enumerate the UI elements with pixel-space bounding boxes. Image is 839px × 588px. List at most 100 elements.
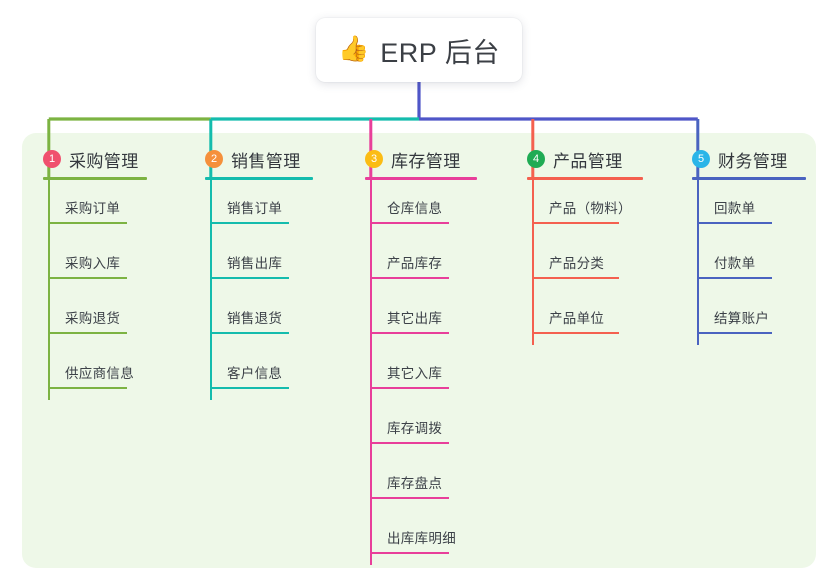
column-5: 5 财务管理回款单付款单结算账户: [692, 148, 806, 345]
column-badge-2: 2: [205, 150, 223, 168]
menu-item[interactable]: 供应商信息: [43, 345, 147, 400]
column-2: 2 销售管理销售订单销售出库销售退货客户信息: [205, 148, 313, 400]
column-3: 3 库存管理仓库信息产品库存其它出库其它入库库存调拨库存盘点出库库明细: [365, 148, 477, 565]
menu-item[interactable]: 采购订单: [43, 180, 147, 235]
menu-item-label: 库存盘点: [387, 476, 443, 491]
column-title-1: 采购管理: [69, 151, 139, 171]
column-badge-4: 4: [527, 150, 545, 168]
column-header-5[interactable]: 5 财务管理: [692, 148, 806, 171]
column-header-4[interactable]: 4 产品管理: [527, 148, 643, 171]
column-title-4: 产品管理: [553, 151, 623, 171]
menu-item-underline: [211, 387, 289, 389]
column-title-2: 销售管理: [231, 151, 301, 171]
menu-item[interactable]: 产品库存: [365, 235, 477, 290]
root-node-title: ERP 后台: [380, 37, 500, 68]
column-spine-1: [48, 180, 50, 400]
column-underline-2: [205, 177, 313, 180]
column-underline-3: [365, 177, 477, 180]
menu-item-label: 产品（物料）: [549, 201, 632, 216]
menu-item-label: 销售出库: [227, 256, 283, 271]
menu-item-underline: [533, 277, 619, 279]
menu-item[interactable]: 采购退货: [43, 290, 147, 345]
column-items-3: 仓库信息产品库存其它出库其它入库库存调拨库存盘点出库库明细: [365, 180, 477, 565]
column-items-2: 销售订单销售出库销售退货客户信息: [205, 180, 313, 400]
menu-item-label: 结算账户: [714, 311, 770, 326]
column-title-5: 财务管理: [718, 151, 788, 171]
menu-item[interactable]: 结算账户: [692, 290, 806, 345]
menu-item-underline: [698, 277, 772, 279]
menu-item[interactable]: 产品单位: [527, 290, 643, 345]
menu-item[interactable]: 其它入库: [365, 345, 477, 400]
menu-item-underline: [49, 222, 127, 224]
menu-item-underline: [49, 387, 127, 389]
column-badge-3: 3: [365, 150, 383, 168]
menu-item-underline: [371, 497, 449, 499]
column-badge-1: 1: [43, 150, 61, 168]
menu-item-label: 回款单: [714, 201, 756, 216]
menu-item-label: 产品分类: [549, 256, 605, 271]
column-header-3[interactable]: 3 库存管理: [365, 148, 477, 171]
menu-item-label: 产品库存: [387, 256, 443, 271]
menu-item-underline: [49, 277, 127, 279]
menu-item[interactable]: 采购入库: [43, 235, 147, 290]
menu-item[interactable]: 库存调拨: [365, 400, 477, 455]
menu-item[interactable]: 回款单: [692, 180, 806, 235]
menu-item[interactable]: 出库库明细: [365, 510, 477, 565]
menu-item-label: 仓库信息: [387, 201, 443, 216]
menu-item-underline: [371, 387, 449, 389]
menu-item[interactable]: 销售退货: [205, 290, 313, 345]
menu-item-label: 供应商信息: [65, 366, 134, 381]
menu-item[interactable]: 其它出库: [365, 290, 477, 345]
thumbs-up-icon: 👍: [338, 34, 370, 63]
column-items-1: 采购订单采购入库采购退货供应商信息: [43, 180, 147, 400]
menu-item[interactable]: 销售订单: [205, 180, 313, 235]
root-node-content: 👍 ERP 后台: [338, 31, 500, 70]
menu-item-underline: [371, 332, 449, 334]
menu-item-underline: [698, 222, 772, 224]
menu-item-underline: [371, 552, 449, 554]
menu-item[interactable]: 付款单: [692, 235, 806, 290]
column-spine-5: [697, 180, 699, 345]
menu-item[interactable]: 客户信息: [205, 345, 313, 400]
column-spine-2: [210, 180, 212, 400]
column-header-2[interactable]: 2 销售管理: [205, 148, 313, 171]
menu-item-label: 销售订单: [227, 201, 283, 216]
menu-item-underline: [211, 277, 289, 279]
menu-item-label: 采购退货: [65, 311, 121, 326]
menu-item-underline: [698, 332, 772, 334]
column-badge-5: 5: [692, 150, 710, 168]
menu-item-underline: [533, 332, 619, 334]
menu-item-underline: [371, 442, 449, 444]
menu-item-label: 库存调拨: [387, 421, 443, 436]
column-underline-4: [527, 177, 643, 180]
column-1: 1 采购管理采购订单采购入库采购退货供应商信息: [43, 148, 147, 400]
menu-item-underline: [371, 222, 449, 224]
menu-item[interactable]: 产品（物料）: [527, 180, 643, 235]
root-node-card[interactable]: 👍 ERP 后台: [316, 18, 522, 82]
menu-item-underline: [371, 277, 449, 279]
menu-item[interactable]: 仓库信息: [365, 180, 477, 235]
menu-item-label: 付款单: [714, 256, 756, 271]
menu-item-underline: [211, 222, 289, 224]
column-spine-3: [370, 180, 372, 565]
menu-item-label: 客户信息: [227, 366, 283, 381]
menu-item[interactable]: 库存盘点: [365, 455, 477, 510]
column-items-5: 回款单付款单结算账户: [692, 180, 806, 345]
column-spine-4: [532, 180, 534, 345]
menu-item[interactable]: 产品分类: [527, 235, 643, 290]
column-header-1[interactable]: 1 采购管理: [43, 148, 147, 171]
menu-item-label: 销售退货: [227, 311, 283, 326]
menu-item-label: 产品单位: [549, 311, 605, 326]
column-underline-1: [43, 177, 147, 180]
menu-item-label: 出库库明细: [387, 531, 456, 546]
menu-item-underline: [49, 332, 127, 334]
diagram-panel: [22, 133, 816, 568]
menu-item-underline: [533, 222, 619, 224]
menu-item-underline: [211, 332, 289, 334]
menu-item[interactable]: 销售出库: [205, 235, 313, 290]
menu-item-label: 采购订单: [65, 201, 121, 216]
column-title-3: 库存管理: [391, 151, 461, 171]
column-items-4: 产品（物料） 产品分类产品单位: [527, 180, 643, 345]
menu-item-label: 采购入库: [65, 256, 121, 271]
